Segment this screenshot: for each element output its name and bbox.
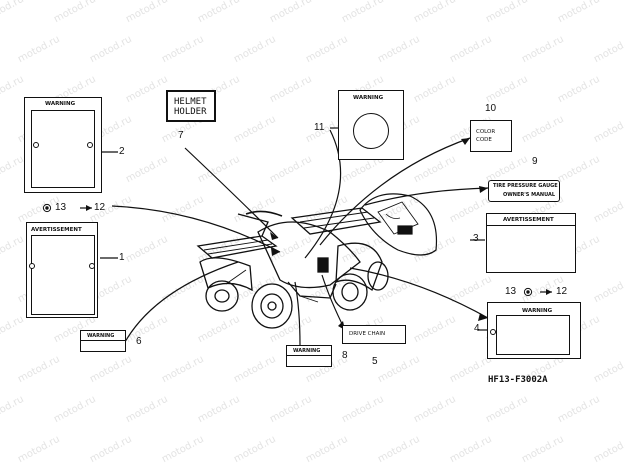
label-6-text: WARNING <box>87 333 115 339</box>
callout-8: 8 <box>342 350 348 361</box>
callout-13-left: 13 <box>55 202 67 213</box>
leader-line-12 <box>111 205 281 253</box>
label-2-inner-frame <box>31 110 95 188</box>
callout-2: 2 <box>119 146 125 157</box>
label-2-bolt <box>33 142 39 148</box>
label-7-helmet-holder: HELMET HOLDER <box>166 90 216 122</box>
label-8-divider <box>287 355 331 356</box>
label-4-text: WARNING <box>522 308 553 314</box>
leader-line-7 <box>184 147 279 239</box>
label-5-text: DRIVE CHAIN <box>349 331 386 337</box>
label-8-text: WARNING <box>293 348 321 354</box>
leader-line-10-a <box>319 137 471 246</box>
label-4-warning-plate: WARNING <box>487 302 581 359</box>
label-7-line2: HOLDER <box>174 107 207 117</box>
label-1-bolt <box>29 263 35 269</box>
part-code: HF13-F3002A <box>488 375 548 385</box>
label-11-circle <box>353 113 389 149</box>
label-1-inner-frame <box>31 235 95 315</box>
label-5-drive-chain: DRIVE CHAIN <box>342 325 406 344</box>
label-10-line2: CODE <box>476 137 492 143</box>
label-4-inner-frame <box>496 315 570 355</box>
label-1-bolt <box>89 263 95 269</box>
callout-1: 1 <box>119 252 125 263</box>
washer-13-left <box>42 203 52 213</box>
leader-line-5 <box>321 274 346 331</box>
leader-line-6 <box>124 261 239 343</box>
label-1-text: AVERTISSEMENT <box>31 227 82 233</box>
callout-6: 6 <box>136 336 142 347</box>
label-8-small-warning: WARNING <box>286 345 332 367</box>
atv-drawing <box>196 207 389 329</box>
detail-inset <box>359 193 438 256</box>
callout-13-right: 13 <box>505 286 517 297</box>
callout-12-left: 12 <box>94 202 106 213</box>
label-9-line1: TIRE PRESSURE GAUGE <box>493 183 558 189</box>
label-11-text: WARNING <box>353 95 384 101</box>
callout-5: 5 <box>372 356 378 367</box>
washer-13-right <box>523 287 533 297</box>
label-3-text: AVERTISSEMENT <box>503 217 554 223</box>
leader-line-4-b <box>349 267 489 319</box>
label-3-avertissement: AVERTISSEMENT <box>486 213 576 273</box>
label-3-divider <box>487 225 575 226</box>
label-6-divider <box>81 340 125 341</box>
callout-10: 10 <box>485 103 497 114</box>
label-7-line1: HELMET <box>174 97 207 107</box>
label-10-color-code: COLOR CODE <box>470 120 512 152</box>
callout-4: 4 <box>474 323 480 334</box>
label-2-bolt <box>87 142 93 148</box>
label-2-text: WARNING <box>45 101 76 107</box>
label-11-warning-circle: WARNING <box>338 90 404 160</box>
leader-line-9 <box>364 187 489 206</box>
callout-3: 3 <box>473 233 479 244</box>
leader-line-10-b <box>304 129 342 259</box>
callout-9: 9 <box>532 156 538 167</box>
label-6-small-warning: WARNING <box>80 330 126 352</box>
label-9-line2: OWNER'S MANUAL <box>503 192 556 198</box>
label-1-avertissement-plate: AVERTISSEMENT <box>26 222 98 318</box>
label-10-line1: COLOR <box>476 129 496 135</box>
label-4-bolt <box>490 329 496 335</box>
label-2-warning-plate: WARNING <box>24 97 102 193</box>
callout-7: 7 <box>178 130 184 141</box>
callout-12-right: 12 <box>556 286 568 297</box>
callout-11: 11 <box>314 122 325 133</box>
label-9-tire-pressure: TIRE PRESSURE GAUGE OWNER'S MANUAL <box>488 180 560 202</box>
